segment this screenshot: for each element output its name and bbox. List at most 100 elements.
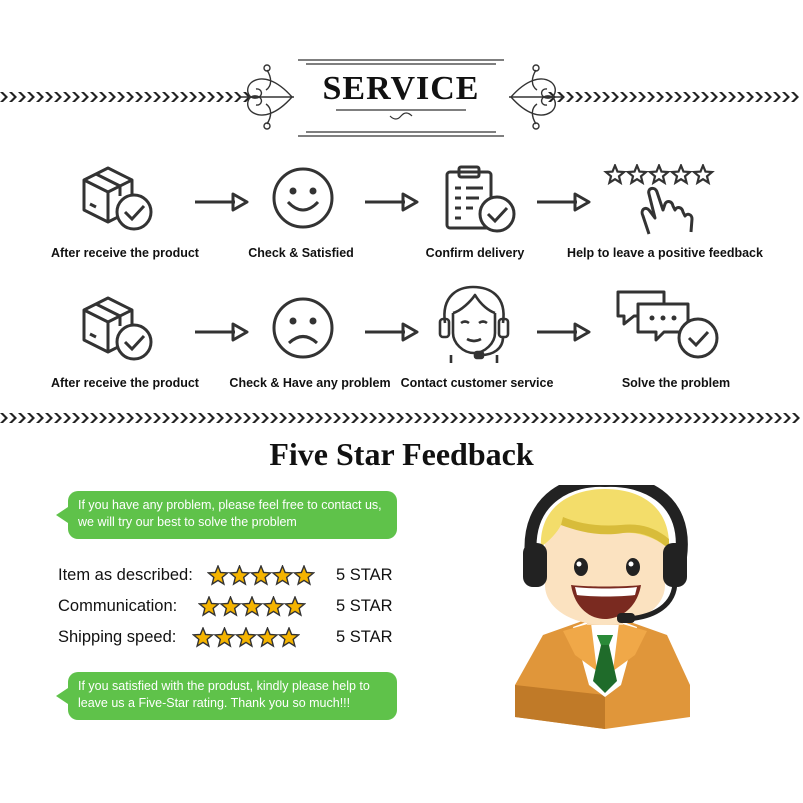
chevron-mark: [225, 413, 233, 423]
step-label: Contact customer service: [400, 376, 554, 390]
chevron-mark: [620, 92, 628, 102]
chevron-mark: [54, 413, 62, 423]
chevron-mark: [54, 92, 62, 102]
chevron-mark: [584, 92, 592, 102]
step-label: Confirm delivery: [425, 246, 525, 260]
rating-label: Shipping speed:: [58, 628, 177, 646]
chevron-mark: [171, 413, 179, 423]
step-label: After receive the product: [51, 246, 199, 260]
chevron-mark: [216, 92, 224, 102]
smile-face-icon: [272, 167, 334, 229]
chevron-mark: [611, 92, 619, 102]
chevron-mark: [396, 413, 404, 423]
chevron-mark: [710, 92, 718, 102]
chevron-mark: [117, 413, 125, 423]
chevron-mark: [585, 413, 593, 423]
feedback-title: Five Star Feedback: [269, 436, 534, 472]
clipboard-check-icon: [445, 165, 516, 233]
right-ornament: [509, 64, 563, 130]
chevron-mark: [522, 413, 530, 423]
star-icon: [249, 565, 273, 586]
chevron-mark: [405, 413, 413, 423]
chevron-mark: [162, 413, 170, 423]
star-rating: [207, 565, 315, 586]
star-icon: [219, 596, 242, 617]
chevron-mark: [756, 413, 764, 423]
chevron-mark: [135, 92, 143, 102]
star-rating: [192, 627, 300, 648]
chevron-mark: [225, 92, 233, 102]
chevron-mark: [180, 413, 188, 423]
chevron-mark: [648, 413, 656, 423]
flow-arrow-6: [537, 322, 591, 342]
star-icon: [271, 565, 294, 586]
right-chevron-border: [548, 92, 799, 102]
chevron-mark: [81, 92, 89, 102]
chevron-mark: [738, 413, 746, 423]
chevron-mark: [27, 413, 35, 423]
bubble-tail: [56, 688, 68, 704]
rating-value: 5 STAR: [336, 628, 393, 646]
chevron-mark: [656, 92, 664, 102]
chevron-mark: [171, 92, 179, 102]
chevron-mark: [557, 92, 565, 102]
chevron-mark: [701, 92, 709, 102]
chevron-mark: [621, 413, 629, 423]
chevron-mark: [792, 413, 800, 423]
chevron-mark: [566, 92, 574, 102]
chevron-mark: [387, 413, 395, 423]
outline-star-icon: [669, 164, 693, 186]
chevron-mark: [72, 92, 80, 102]
chevron-mark: [450, 413, 458, 423]
chevron-mark: [72, 413, 80, 423]
star-icon: [283, 596, 306, 617]
chevron-mark: [198, 92, 206, 102]
chevron-mark: [153, 92, 161, 102]
chevron-mark: [0, 92, 8, 102]
chevron-mark: [702, 413, 710, 423]
chevron-mark: [117, 92, 125, 102]
chevron-mark: [495, 413, 503, 423]
chevron-mark: [63, 413, 71, 423]
chevron-mark: [692, 92, 700, 102]
chevron-mark: [459, 413, 467, 423]
chevron-mark: [575, 92, 583, 102]
chevron-mark: [755, 92, 763, 102]
chevron-mark: [711, 413, 719, 423]
chevron-mark: [765, 413, 773, 423]
outline-star-icon: [647, 164, 671, 186]
outline-star-icon: [691, 164, 715, 186]
chevron-mark: [576, 413, 584, 423]
chevron-mark: [764, 92, 772, 102]
chevron-mark: [198, 413, 206, 423]
chevron-mark: [324, 413, 332, 423]
chevron-mark: [9, 413, 17, 423]
chevron-mark: [63, 92, 71, 102]
chevron-mark: [783, 413, 791, 423]
chevron-mark: [9, 92, 17, 102]
star-icon: [192, 627, 215, 648]
chevron-mark: [737, 92, 745, 102]
chevron-mark: [0, 413, 8, 423]
chevron-mark: [297, 413, 305, 423]
chevron-mark: [90, 413, 98, 423]
chevron-mark: [261, 413, 269, 423]
help-bubble: If you have any problem, please feel fre…: [68, 491, 397, 539]
chevron-mark: [665, 92, 673, 102]
chevron-mark: [639, 413, 647, 423]
star-icon: [240, 596, 264, 617]
chevron-mark: [153, 413, 161, 423]
outline-star-icon: [603, 164, 627, 186]
chevron-mark: [630, 413, 638, 423]
chevron-mark: [378, 413, 386, 423]
chevron-mark: [27, 92, 35, 102]
chevron-mark: [693, 413, 701, 423]
left-ornament: [240, 64, 294, 130]
flow-arrow-2: [365, 192, 419, 212]
step-label: Check & Satisfied: [248, 246, 354, 260]
star-icon: [262, 596, 285, 617]
chevron-mark: [558, 413, 566, 423]
customer-service-agent-illustration: [515, 485, 690, 729]
chevron-mark: [270, 413, 278, 423]
chevron-mark: [593, 92, 601, 102]
